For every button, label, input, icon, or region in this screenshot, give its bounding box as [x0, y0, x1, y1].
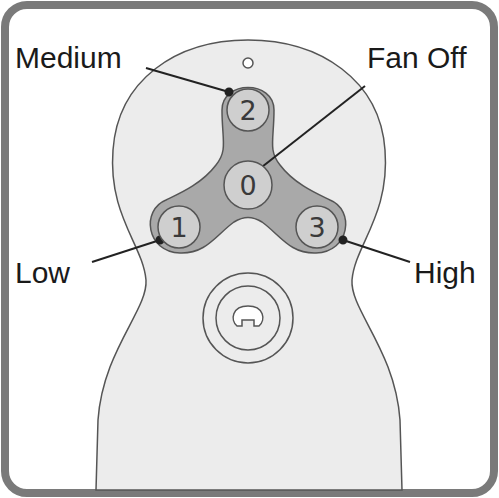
- leader-dot: [226, 89, 233, 96]
- button-circle: 1: [157, 205, 201, 249]
- frame: [5, 5, 494, 493]
- callout-label: Low: [15, 258, 70, 288]
- leader-line: [343, 240, 410, 262]
- callout-label: Medium: [15, 43, 122, 73]
- button-pad: [150, 88, 345, 254]
- light-button: [216, 286, 280, 350]
- leader-dot: [340, 237, 347, 244]
- callout-label: Fan Off: [367, 43, 467, 73]
- led-hole: [243, 58, 253, 68]
- button-circle: 0: [223, 160, 273, 210]
- leader-line: [92, 240, 160, 262]
- button-circle: 2: [226, 88, 270, 132]
- light-button-ring: [203, 273, 293, 363]
- leader-line: [146, 68, 229, 92]
- button-number: 3: [295, 205, 339, 249]
- callout-label: High: [414, 258, 476, 288]
- button-number: 1: [157, 205, 201, 249]
- light-icon: [233, 306, 263, 326]
- button-circle: 3: [295, 205, 339, 249]
- button-number: 0: [223, 160, 273, 210]
- leader-line: [253, 86, 365, 174]
- remote-body: [96, 40, 402, 490]
- button-number: 2: [226, 88, 270, 132]
